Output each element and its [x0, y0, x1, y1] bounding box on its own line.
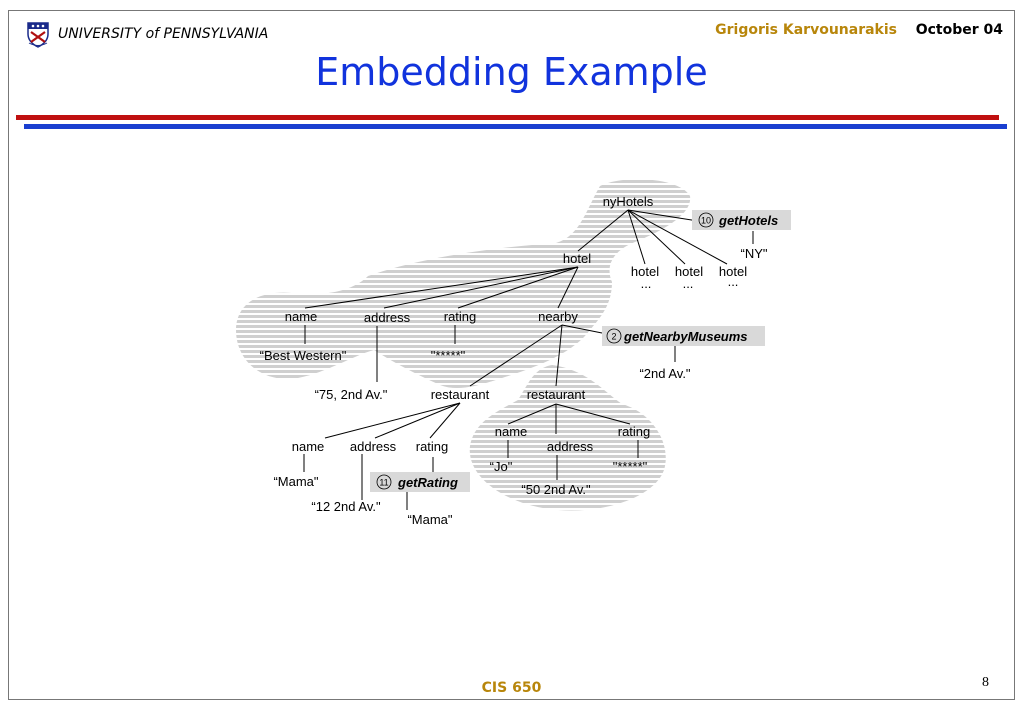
circled-number-10-icon [698, 212, 714, 228]
node-address-12: “12 2nd Av." [311, 499, 381, 514]
node-r2-rating: rating [618, 424, 651, 439]
node-rating-stars: "*****" [431, 348, 466, 363]
node-nearby: nearby [538, 309, 578, 324]
node-nyhotels: nyHotels [603, 194, 654, 209]
node-r2-address: address [547, 439, 594, 454]
node-mama-1: “Mama" [273, 474, 318, 489]
call-name-get-rating: getRating [397, 475, 458, 490]
university-name: UNIVERSITY of PENNSYLVANIA [58, 26, 269, 42]
node-best-western: “Best Western" [260, 348, 347, 363]
node-restaurant-1: restaurant [431, 387, 490, 402]
node-jo: “Jo" [490, 459, 513, 474]
call-get-hotels: 10 getHotels [692, 210, 791, 230]
node-ellipsis-2: ... [641, 276, 652, 291]
node-second-av: “2nd Av." [639, 366, 690, 381]
node-restaurant-2: restaurant [527, 387, 586, 402]
node-rating-stars-2: "*****" [613, 459, 648, 474]
call-name-get-nearby-museums: getNearbyMuseums [623, 329, 748, 344]
author-name: Grigoris Karvounarakis [715, 22, 897, 38]
node-address: address [364, 310, 411, 325]
slide-title: Embedding Example [315, 50, 708, 94]
university-crest-icon [27, 22, 49, 48]
shaded-region-restaurant [469, 365, 666, 511]
call-get-rating: 11 getRating [370, 472, 470, 492]
circled-number-11-icon [376, 474, 392, 490]
node-hotel-4: hotel [719, 264, 747, 279]
header-rule-blue [24, 124, 1007, 129]
node-hotel-3: hotel [675, 264, 703, 279]
circled-number-2-icon [606, 328, 622, 344]
call-number-2: 2 [611, 332, 616, 342]
header-rule-red [16, 115, 999, 120]
node-hotel-2: hotel [631, 264, 659, 279]
call-name-get-hotels: getHotels [718, 213, 778, 228]
node-r2-name: name [495, 424, 528, 439]
slide-frame [8, 10, 1015, 700]
call-number-11: 11 [379, 478, 388, 488]
node-hotel: hotel [563, 251, 591, 266]
node-address-50: “50 2nd Av." [521, 482, 591, 497]
node-ellipsis-3: ... [683, 276, 694, 291]
node-r1-rating: rating [416, 439, 449, 454]
footer-course: CIS 650 [481, 680, 542, 696]
node-ny-value: “NY" [740, 246, 767, 261]
node-mama-2: “Mama" [407, 512, 452, 527]
node-rating: rating [444, 309, 477, 324]
call-get-nearby-museums: 2 getNearbyMuseums [602, 326, 765, 346]
node-address-75: “75, 2nd Av." [315, 387, 388, 402]
node-r1-address: address [350, 439, 397, 454]
slide-date: October 04 [915, 22, 1003, 38]
node-name: name [285, 309, 318, 324]
shaded-region-main [236, 179, 691, 389]
node-ellipsis-4: ... [728, 274, 739, 289]
node-r1-name: name [292, 439, 325, 454]
page-number: 8 [982, 675, 989, 690]
header-left: UNIVERSITY of PENNSYLVANIA [24, 20, 268, 48]
tree-edges [303, 209, 754, 510]
call-number-10: 10 [701, 216, 711, 226]
tree-node-labels: nyHotels “NY" hotel hotel hotel hotel ..… [260, 194, 768, 527]
shaded-regions [236, 179, 691, 511]
